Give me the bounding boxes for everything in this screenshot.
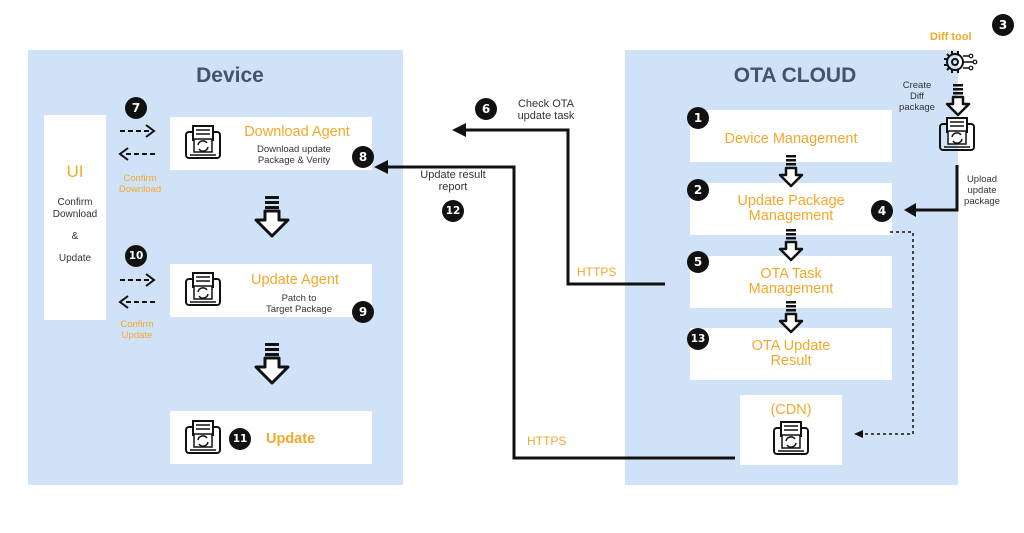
- ota-task-line2: Management: [748, 281, 834, 297]
- step-badge-5: 5: [687, 251, 709, 273]
- ota-task-label: OTA Task Management: [749, 267, 834, 297]
- ui-line3: &: [71, 231, 79, 242]
- upload-line1: Upload: [966, 174, 998, 185]
- ota-result-box: OTA Update Result: [690, 328, 892, 380]
- down-arrow-icon: [778, 227, 804, 262]
- down-arrow-icon: [778, 153, 804, 188]
- ota-result-line1: OTA Update: [751, 338, 831, 354]
- step-badge-7: 7: [125, 97, 147, 119]
- upload-line2: update: [967, 185, 997, 196]
- update-agent-title: Update Agent: [251, 272, 339, 288]
- update-title: Update: [266, 431, 316, 447]
- ota-cloud-title: OTA CLOUD: [733, 64, 857, 87]
- step-badge-1: 1: [687, 107, 709, 129]
- ui-line4: Update: [58, 253, 92, 264]
- create-diff-line1: Create: [902, 80, 932, 91]
- step-badge-10: 10: [125, 245, 147, 267]
- ui-title: UI: [66, 162, 84, 181]
- package-icon: [939, 117, 975, 151]
- ota-result-label: OTA Update Result: [752, 339, 831, 369]
- update-package-label: Update Package Management: [737, 194, 844, 224]
- step-badge-2: 2: [687, 179, 709, 201]
- dashed-arrow-icon: [118, 124, 158, 309]
- create-diff-label: Create Diff package: [894, 80, 940, 113]
- download-agent-desc: Download update Package & Verity: [232, 144, 356, 166]
- diff-tool-label: Diff tool: [930, 31, 972, 43]
- confirm-download-line1: Confirm: [123, 173, 157, 184]
- update-agent-desc-line2: Target Package: [265, 304, 332, 315]
- update-agent-desc-line1: Patch to: [281, 293, 317, 304]
- upload-label: Upload update package: [955, 174, 1009, 207]
- create-diff-line2: Diff: [909, 91, 925, 102]
- check-ota-line2: update task: [517, 110, 575, 122]
- gear-diff-icon: [944, 51, 978, 73]
- download-agent-desc-line1: Download update: [257, 144, 331, 155]
- cdn-label: (CDN): [770, 402, 812, 418]
- check-ota-line1: Check OTA: [517, 98, 575, 110]
- upload-connector: [904, 165, 959, 217]
- package-icon: [185, 272, 221, 306]
- update-agent-desc: Patch to Target Package: [240, 293, 358, 315]
- step-badge-3: 3: [992, 14, 1014, 36]
- device-management-label: Device Management: [724, 130, 858, 147]
- update-result-report-line2: report: [438, 181, 468, 193]
- confirm-download-line2: Download: [118, 184, 162, 195]
- update-package-line2: Management: [748, 208, 834, 224]
- ui-line2: Download: [52, 209, 98, 220]
- confirm-update-line2: Update: [121, 330, 153, 341]
- check-ota-connector: [452, 123, 665, 286]
- ui-description: Confirm Download & Update: [44, 197, 106, 265]
- download-agent-title: Download Agent: [244, 124, 350, 140]
- update-package-box: Update Package Management: [690, 183, 892, 235]
- device-title: Device: [196, 64, 264, 87]
- ota-task-box: OTA Task Management: [690, 256, 892, 308]
- package-icon: [773, 421, 809, 455]
- cdn-dotted-connector: [854, 231, 914, 438]
- ui-line1: Confirm: [57, 197, 93, 208]
- step-badge-6: 6: [475, 98, 497, 120]
- device-management-box: Device Management: [690, 110, 892, 162]
- update-result-connector: [374, 160, 735, 460]
- check-ota-label: Check OTA update task: [504, 98, 588, 122]
- update-result-report-line1: Update result: [420, 169, 486, 181]
- ota-result-line2: Result: [770, 353, 812, 369]
- step-badge-8: 8: [352, 146, 374, 168]
- https-top-label: HTTPS: [577, 265, 617, 279]
- step-badge-11: 11: [229, 428, 251, 450]
- down-arrow-icon: [778, 299, 804, 334]
- step-badge-12: 12: [442, 200, 464, 222]
- down-arrow-icon: [945, 82, 971, 117]
- package-icon: [185, 125, 221, 159]
- package-icon: [185, 420, 221, 454]
- down-arrow-icon: [254, 341, 290, 385]
- step-badge-9: 9: [352, 301, 374, 323]
- down-arrow-icon: [254, 194, 290, 238]
- ota-task-line1: OTA Task: [760, 266, 822, 282]
- confirm-update-line1: Confirm: [120, 319, 154, 330]
- update-package-line1: Update Package: [737, 193, 845, 209]
- download-agent-desc-line2: Package & Verity: [257, 155, 331, 166]
- update-result-report-label: Update result report: [408, 169, 498, 193]
- step-badge-4: 4: [871, 200, 893, 222]
- upload-line3: package: [964, 196, 1000, 207]
- create-diff-line3: package: [899, 102, 935, 113]
- https-bottom-label: HTTPS: [527, 434, 567, 448]
- confirm-update-label: Confirm Update: [112, 319, 162, 341]
- confirm-download-label: Confirm Download: [112, 173, 168, 195]
- ui-box: [44, 115, 106, 320]
- step-badge-13: 13: [687, 328, 709, 350]
